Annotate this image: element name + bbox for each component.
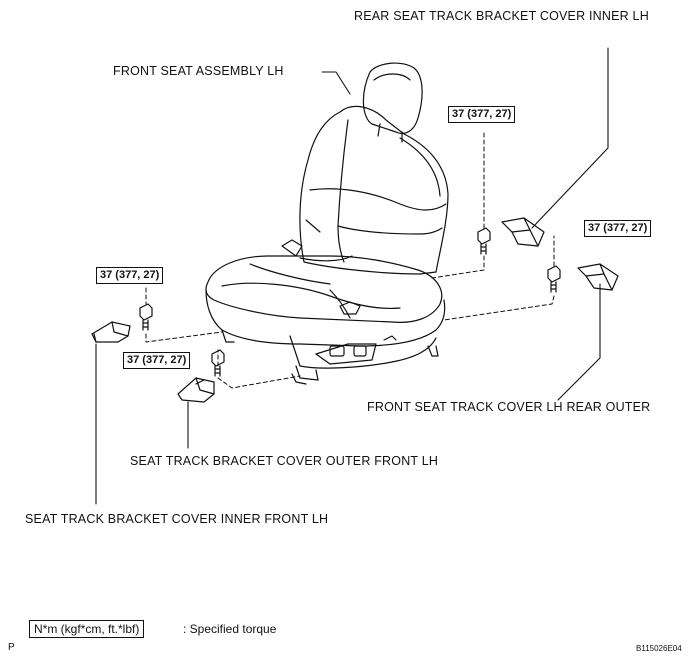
bolt-rear-inner <box>477 227 491 255</box>
bolt-front-inner <box>139 303 153 331</box>
label-cover-outer-front: SEAT TRACK BRACKET COVER OUTER FRONT LH <box>130 454 439 468</box>
label-front-seat-assembly: FRONT SEAT ASSEMBLY LH <box>113 64 284 78</box>
figure-code: B115026E04 <box>636 644 682 653</box>
torque-front-inner: 37 (377, 27) <box>96 267 164 284</box>
headrest <box>362 62 423 143</box>
bolt-front-outer <box>211 349 225 377</box>
label-rear-cover-inner: REAR SEAT TRACK BRACKET COVER INNER LH <box>354 9 649 23</box>
leader-lines <box>95 47 609 505</box>
install-lines <box>145 131 555 389</box>
torque-legend-description: : Specified torque <box>183 622 277 636</box>
label-cover-inner-front: SEAT TRACK BRACKET COVER INNER FRONT LH <box>25 512 329 526</box>
cover-outer-front-part <box>177 377 215 403</box>
torque-front-outer: 37 (377, 27) <box>123 352 191 369</box>
cover-rear-outer-part <box>577 263 619 291</box>
seat-base <box>221 329 439 385</box>
seat-cushion <box>205 255 446 347</box>
cover-rear-inner-part <box>501 217 545 247</box>
page-mark: P <box>8 642 15 653</box>
label-front-track-cover-rear-outer: FRONT SEAT TRACK COVER LH REAR OUTER <box>367 400 651 414</box>
seat-back <box>281 105 449 275</box>
cover-inner-front-part <box>91 321 131 343</box>
torque-rear-outer: 37 (377, 27) <box>584 220 652 237</box>
torque-rear-inner: 37 (377, 27) <box>448 106 516 123</box>
torque-legend-unit: N*m (kgf*cm, ft.*lbf) <box>29 620 145 638</box>
bolt-rear-outer <box>547 265 561 293</box>
